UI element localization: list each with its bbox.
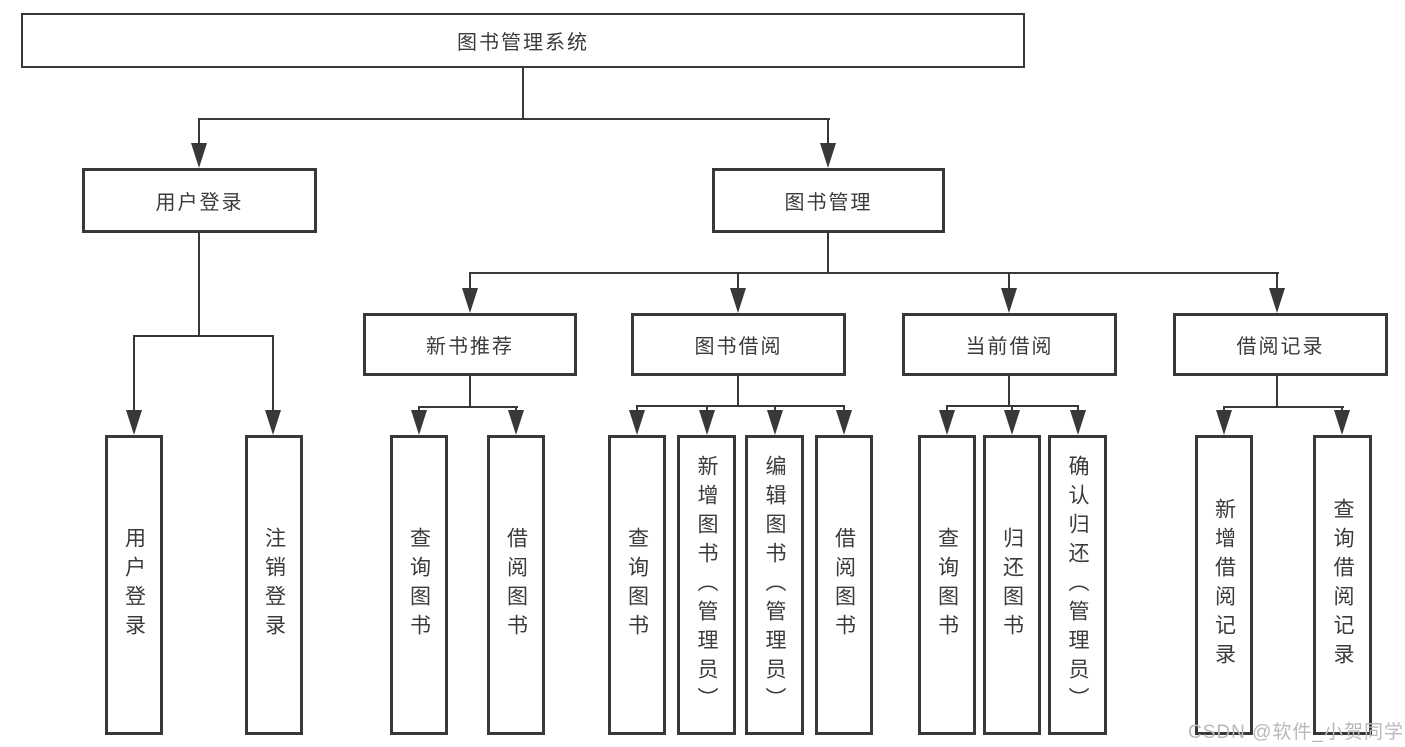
- connector-vline: [737, 272, 739, 294]
- connector-vline: [133, 335, 135, 415]
- leaf-add-borrow-record-label: 新增借阅记录: [1212, 498, 1236, 672]
- watermark: CSDN @软件_小贺同学: [1188, 717, 1404, 744]
- arrow-down-icon: [939, 410, 955, 435]
- leaf-query-borrow-record: 查询借阅记录: [1313, 435, 1372, 735]
- leaf-query-books-current: 查询图书: [918, 435, 976, 735]
- arrow-down-icon: [508, 410, 524, 435]
- node-book-borrow-label: 图书借阅: [694, 336, 783, 358]
- node-current-borrow-label: 当前借阅: [965, 336, 1054, 358]
- leaf-confirm-return-admin-label: 确认归还（管理员）: [1066, 454, 1090, 716]
- arrow-down-icon: [1269, 288, 1285, 313]
- connector-vline: [469, 376, 471, 407]
- node-borrow-records-label: 借阅记录: [1236, 336, 1325, 358]
- connector-vline: [827, 118, 829, 150]
- leaf-query-books-borrow: 查询图书: [608, 435, 666, 735]
- connector-vline: [1008, 272, 1010, 294]
- connector-vline: [737, 376, 739, 406]
- connector-vline: [843, 405, 845, 414]
- leaf-logout: 注销登录: [245, 435, 303, 735]
- leaf-logout-label: 注销登录: [262, 527, 286, 643]
- leaf-query-books-recommend-label: 查询图书: [407, 527, 431, 643]
- connector-hline: [133, 335, 274, 337]
- arrow-down-icon: [462, 288, 478, 313]
- node-book-borrow: 图书借阅: [631, 313, 846, 376]
- arrow-down-icon: [730, 288, 746, 313]
- connector-vline: [636, 405, 638, 414]
- watermark-text: CSDN @软件_小贺同学: [1188, 722, 1404, 743]
- arrow-down-icon: [699, 410, 715, 435]
- leaf-query-books-recommend: 查询图书: [390, 435, 448, 735]
- arrow-down-icon: [191, 143, 207, 168]
- leaf-query-books-current-label: 查询图书: [935, 527, 959, 643]
- arrow-down-icon: [767, 410, 783, 435]
- arrow-down-icon: [1070, 410, 1086, 435]
- leaf-add-borrow-record: 新增借阅记录: [1195, 435, 1253, 735]
- arrow-down-icon: [1334, 410, 1350, 435]
- node-user-login-label: 用户登录: [155, 192, 244, 214]
- connector-vline: [1276, 272, 1278, 294]
- arrow-down-icon: [1216, 410, 1232, 435]
- connector-vline: [1077, 405, 1079, 414]
- leaf-borrow-books-recommend-label: 借阅图书: [504, 527, 528, 643]
- connector-vline: [522, 68, 524, 118]
- leaf-edit-books-admin-label: 编辑图书（管理员）: [763, 454, 787, 716]
- connector-vline: [1011, 405, 1013, 414]
- connector-vline: [774, 405, 776, 414]
- connector-hline: [636, 405, 845, 407]
- leaf-user-login: 用户登录: [105, 435, 163, 735]
- connector-vline: [1276, 376, 1278, 407]
- connector-vline: [946, 405, 948, 414]
- connector-hline: [469, 272, 1279, 274]
- node-root-label: 图书管理系统: [457, 32, 589, 54]
- arrow-down-icon: [265, 410, 281, 435]
- node-book-mgmt: 图书管理: [712, 168, 945, 233]
- connector-vline: [198, 233, 200, 337]
- connector-hline: [198, 118, 830, 120]
- connector-vline: [706, 405, 708, 414]
- leaf-borrow-books-recommend: 借阅图书: [487, 435, 545, 735]
- leaf-query-books-borrow-label: 查询图书: [625, 527, 649, 643]
- leaf-edit-books-admin: 编辑图书（管理员）: [745, 435, 804, 735]
- arrow-down-icon: [629, 410, 645, 435]
- node-root: 图书管理系统: [21, 13, 1025, 68]
- leaf-return-books-label: 归还图书: [1000, 527, 1024, 643]
- node-borrow-records: 借阅记录: [1173, 313, 1388, 376]
- node-new-book-recommend: 新书推荐: [363, 313, 577, 376]
- node-new-book-recommend-label: 新书推荐: [426, 336, 514, 358]
- leaf-confirm-return-admin: 确认归还（管理员）: [1048, 435, 1107, 735]
- connector-vline: [198, 118, 200, 150]
- connector-vline: [827, 233, 829, 273]
- arrow-down-icon: [1004, 410, 1020, 435]
- arrow-down-icon: [836, 410, 852, 435]
- connector-vline: [272, 335, 274, 415]
- leaf-borrow-books-label: 借阅图书: [832, 527, 856, 643]
- leaf-return-books: 归还图书: [983, 435, 1041, 735]
- leaf-add-books-admin: 新增图书（管理员）: [677, 435, 736, 735]
- connector-hline: [1223, 406, 1344, 408]
- arrow-down-icon: [126, 410, 142, 435]
- leaf-borrow-books: 借阅图书: [815, 435, 873, 735]
- node-user-login: 用户登录: [82, 168, 317, 233]
- node-book-mgmt-label: 图书管理: [784, 192, 873, 214]
- connector-vline: [469, 272, 471, 294]
- leaf-user-login-label: 用户登录: [122, 527, 146, 643]
- leaf-query-borrow-record-label: 查询借阅记录: [1331, 498, 1355, 672]
- node-current-borrow: 当前借阅: [902, 313, 1117, 376]
- connector-hline: [418, 406, 518, 408]
- leaf-add-books-admin-label: 新增图书（管理员）: [695, 454, 719, 716]
- arrow-down-icon: [411, 410, 427, 435]
- arrow-down-icon: [1001, 288, 1017, 313]
- connector-vline: [1008, 376, 1010, 406]
- arrow-down-icon: [820, 143, 836, 168]
